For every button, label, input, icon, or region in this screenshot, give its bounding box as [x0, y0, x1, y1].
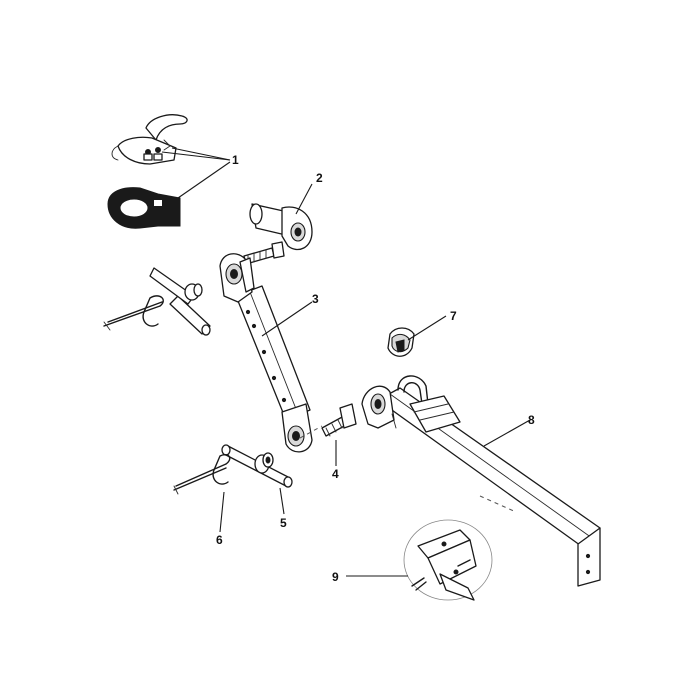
clevis-yoke [243, 203, 313, 265]
top-link-bar [219, 253, 313, 453]
r-clip [173, 454, 231, 495]
mounting-bracket [403, 519, 493, 601]
callout-labels: 1 2 3 4 5 6 7 8 9 [216, 153, 535, 584]
bolt [321, 403, 357, 437]
upper-pin-with-clip [103, 267, 211, 336]
hitch-coupler [111, 114, 188, 165]
callout-2: 2 [316, 171, 323, 185]
drawbar-tube [361, 375, 601, 587]
callout-6: 6 [216, 533, 223, 547]
callout-8: 8 [528, 413, 535, 427]
callout-1: 1 [232, 153, 239, 167]
towing-eye [107, 187, 181, 229]
callout-9: 9 [332, 570, 339, 584]
small-bracket [387, 327, 415, 357]
callout-5: 5 [280, 516, 287, 530]
callout-7: 7 [450, 309, 457, 323]
lower-pin [221, 444, 293, 488]
callout-leaders [161, 147, 531, 577]
callout-4: 4 [332, 467, 339, 481]
assembly-guide-lines [299, 425, 517, 513]
callout-3: 3 [312, 292, 319, 306]
